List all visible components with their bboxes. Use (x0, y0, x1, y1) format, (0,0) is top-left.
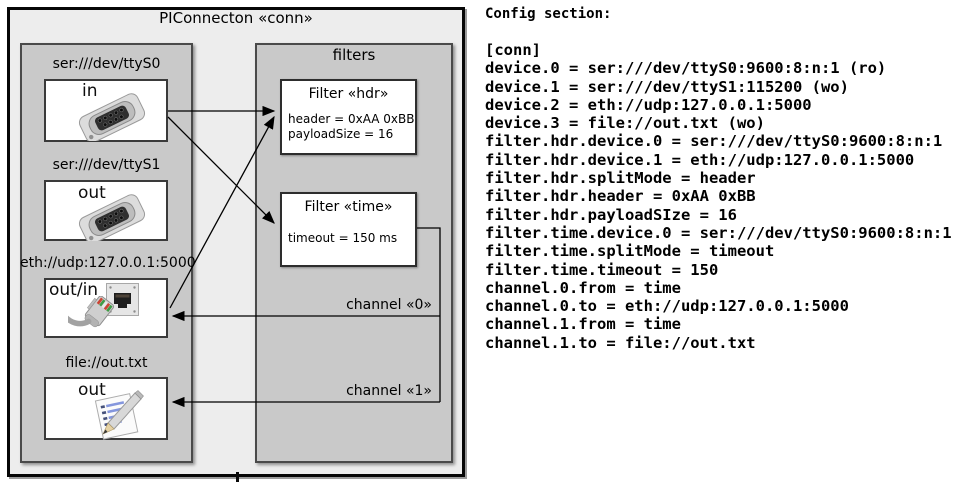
channel-1-label: channel «1» (346, 383, 432, 399)
device-box-ttys0: in (44, 79, 168, 142)
filter-box-hdr: Filter «hdr» header = 0xAA 0xBB payloadS… (280, 79, 417, 155)
device-box-file: out (44, 377, 168, 440)
device-label-ttys1: ser:///dev/ttyS1 (52, 157, 161, 173)
filter-time-title: Filter «time» (304, 199, 393, 215)
channel-0-label: channel «0» (346, 297, 432, 313)
device-label-ttys0: ser:///dev/ttyS0 (52, 56, 161, 72)
config-section-text: [conn] device.0 = ser:///dev/ttyS0:9600:… (485, 41, 952, 352)
filters-panel-title: filters (332, 46, 376, 64)
filter-hdr-title: Filter «hdr» (308, 86, 389, 102)
device-direction-label: in (82, 81, 98, 101)
filter-hdr-attr-header: header = 0xAA 0xBB (288, 112, 415, 126)
device-box-eth: out/in (44, 278, 168, 338)
device-box-ttys1: out (44, 180, 168, 241)
diagram-title: PIConnecton «conn» (159, 9, 313, 27)
device-label-eth: eth://udp:127.0.0.1:5000 (20, 255, 196, 271)
serial-connector-icon (78, 93, 146, 141)
notepad-pencil-icon (94, 390, 144, 440)
rj45-plug-icon (68, 296, 115, 328)
device-direction-label: out (78, 380, 106, 400)
filter-hdr-attr-payloadsize: payloadSize = 16 (288, 127, 394, 141)
device-direction-label: out (78, 183, 106, 203)
filter-box-time: Filter «time» timeout = 150 ms (280, 192, 417, 267)
serial-connector-icon (78, 194, 146, 241)
config-section-heading: Config section: (485, 6, 612, 22)
device-label-file: file://out.txt (65, 355, 148, 371)
filter-time-attr-timeout: timeout = 150 ms (288, 231, 398, 245)
device-direction-label: out/in (49, 280, 99, 300)
